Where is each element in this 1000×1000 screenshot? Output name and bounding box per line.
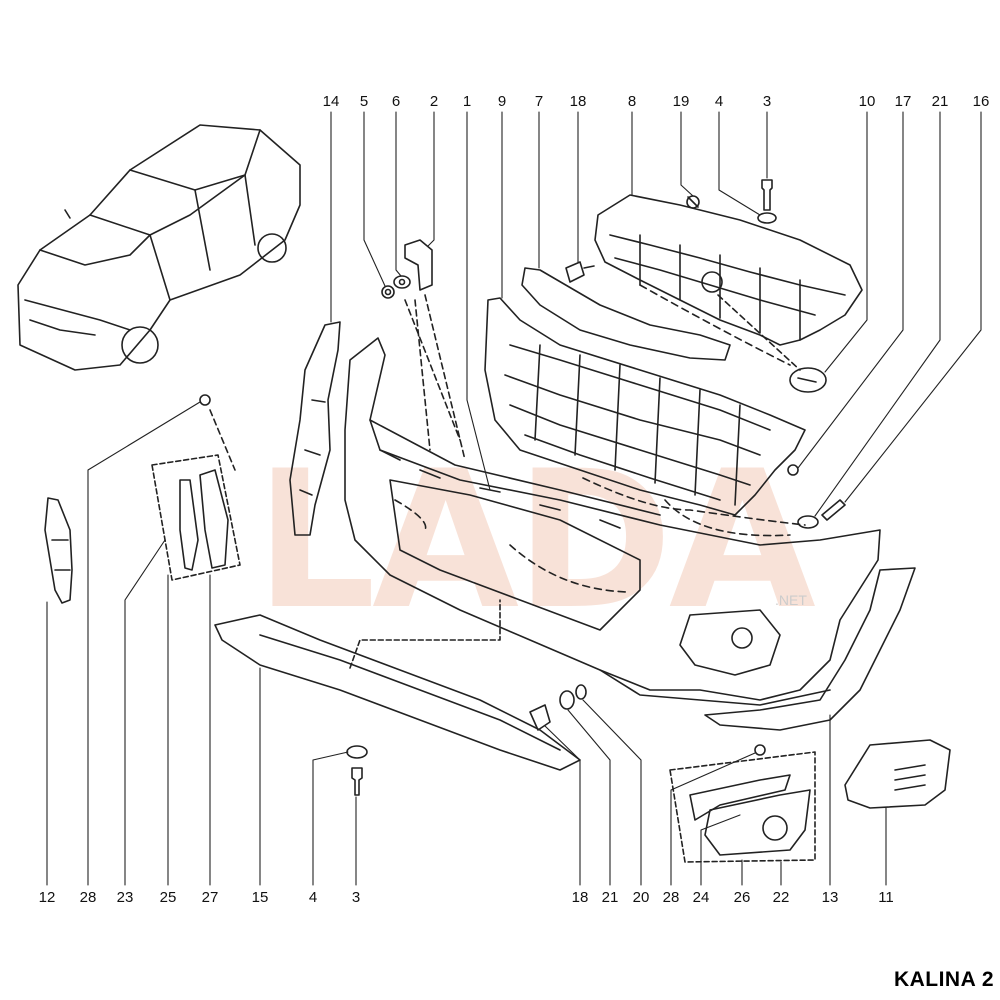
callout-26: 26 xyxy=(733,889,751,906)
callout-7: 7 xyxy=(534,93,544,110)
leader-lines xyxy=(46,111,982,886)
part-16-bolt xyxy=(821,499,846,521)
callout-25: 25 xyxy=(159,889,177,906)
part-18-clip-upper xyxy=(565,261,595,283)
part-1-front-bumper-cover xyxy=(344,337,881,706)
part-13-trim-strip xyxy=(704,567,916,731)
part-6-washer xyxy=(393,275,411,289)
part-3-screw-lower xyxy=(351,767,363,796)
part-7-grille-trim-strip xyxy=(521,267,731,361)
callout-18-bottom: 18 xyxy=(571,889,589,906)
callout-11: 11 xyxy=(878,889,894,906)
part-21-washer xyxy=(797,515,819,529)
part-9-lower-grille xyxy=(484,297,806,516)
watermark-suffix: .NET xyxy=(775,592,807,608)
callout-10: 10 xyxy=(858,93,876,110)
callout-2: 2 xyxy=(429,93,439,110)
part-4-washer-upper xyxy=(757,212,777,224)
callout-9: 9 xyxy=(497,93,507,110)
model-label: KALINA 2 xyxy=(893,968,994,991)
callout-18-top: 18 xyxy=(569,93,587,110)
parts-25-27-side-rails xyxy=(151,394,241,581)
part-20-nut xyxy=(575,684,587,700)
callout-27: 27 xyxy=(201,889,219,906)
callout-22: 22 xyxy=(772,889,790,906)
part-14-bumper-bracket xyxy=(289,321,341,536)
part-19-nut xyxy=(686,195,700,209)
assembly-lines-upper-left xyxy=(209,294,466,471)
callout-12: 12 xyxy=(38,889,56,906)
callout-6: 6 xyxy=(391,93,401,110)
part-21-washer-lower xyxy=(559,690,575,710)
callout-24: 24 xyxy=(692,889,710,906)
part-2-bracket xyxy=(404,239,433,291)
emblem-assembly-line xyxy=(717,294,801,371)
callout-28-left: 28 xyxy=(79,889,97,906)
part-10-emblem xyxy=(789,367,827,393)
part-12-bracket xyxy=(44,497,73,604)
part-4-washer-lower xyxy=(346,745,368,759)
callout-23: 23 xyxy=(116,889,134,906)
part-22-fog-frame-group xyxy=(669,744,816,863)
part-8-upper-grille xyxy=(594,194,863,346)
callout-4-top: 4 xyxy=(714,93,724,110)
callout-1: 1 xyxy=(462,93,472,110)
callout-3-top: 3 xyxy=(762,93,772,110)
callout-16: 16 xyxy=(972,93,990,110)
part-18-clip-lower xyxy=(529,704,551,731)
callout-5: 5 xyxy=(359,93,369,110)
callout-20: 20 xyxy=(632,889,650,906)
callout-21-top: 21 xyxy=(931,93,949,110)
part-11-fog-grille xyxy=(844,739,951,809)
callout-13: 13 xyxy=(821,889,839,906)
callout-21-bottom: 21 xyxy=(601,889,619,906)
callout-14: 14 xyxy=(322,93,340,110)
part-3-screw-upper xyxy=(761,179,773,211)
car-thumbnail xyxy=(17,124,301,371)
part-15-lower-spoiler xyxy=(214,614,581,771)
callout-8: 8 xyxy=(627,93,637,110)
assembly-lines-grille xyxy=(394,284,806,593)
spoiler-assembly-line xyxy=(349,599,501,669)
callout-4-bottom: 4 xyxy=(308,889,318,906)
callout-28-right: 28 xyxy=(662,889,680,906)
watermark-text: LADA xyxy=(255,430,816,651)
part-5-nut xyxy=(381,285,395,299)
part-17-screw xyxy=(787,464,799,476)
callout-15: 15 xyxy=(251,889,269,906)
callout-3-bottom: 3 xyxy=(351,889,361,906)
callout-19: 19 xyxy=(672,93,690,110)
callout-17: 17 xyxy=(894,93,912,110)
